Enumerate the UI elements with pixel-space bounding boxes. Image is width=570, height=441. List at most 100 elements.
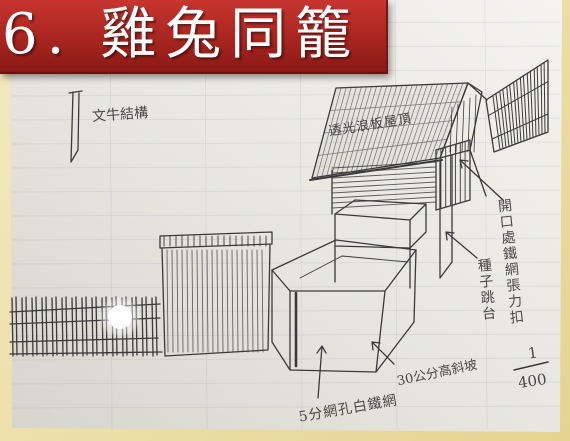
fence-rail: [9, 303, 161, 313]
fence-picket: [55, 296, 58, 356]
structure-note: 文牛結構: [91, 105, 149, 125]
fence-picket: [75, 296, 78, 356]
lattice-bar: [495, 93, 504, 150]
fence-picket: [71, 297, 74, 357]
fence-picket: [95, 296, 98, 356]
cage-outline: [271, 249, 417, 373]
lattice-bar: [529, 70, 534, 139]
lattice-bars: [487, 61, 549, 151]
lattice-bar: [526, 72, 531, 140]
shed-stripe: [181, 249, 184, 353]
slide-title: 6. 雞兔同籠: [2, 2, 361, 67]
platform-box: [334, 199, 427, 289]
shed-stripe: [186, 249, 189, 353]
siding-board: [331, 171, 437, 179]
platform-legs: [334, 245, 411, 289]
fence-picket: [101, 297, 104, 357]
cage-top-edge: [271, 239, 417, 271]
post-symbol: [68, 90, 83, 163]
paper-line: [11, 357, 561, 361]
side-panel-outline: [435, 139, 471, 211]
platform-side: [409, 203, 427, 249]
fence-picket: [85, 296, 88, 356]
fence-picket: [145, 296, 148, 356]
gable-line: [473, 94, 477, 153]
roof-shingle-row: [323, 120, 455, 134]
lattice-bar: [516, 79, 522, 143]
fence-picket: [91, 297, 94, 357]
shed-stripe: [211, 249, 214, 353]
roof-ridge: [467, 82, 488, 101]
lattice-rail: [487, 81, 549, 117]
paper-line: [11, 381, 561, 385]
fence-picket: [51, 297, 54, 357]
siding-board: [331, 196, 437, 204]
lattice-bar: [509, 84, 516, 145]
fence-picket: [21, 297, 24, 357]
fence-picket: [141, 297, 144, 357]
roof-shingle-row: [317, 138, 448, 156]
fence-picket: [25, 296, 28, 356]
lattice-rail: [491, 113, 549, 140]
scale-fraction-bar: [513, 361, 549, 371]
fence-picket: [41, 297, 44, 357]
paper-grid-line: [484, 0, 488, 431]
roof: [309, 82, 488, 181]
arrow-mesh: [316, 345, 327, 399]
paper-line: [11, 237, 561, 241]
lattice-bar: [543, 61, 546, 134]
lattice-bar: [492, 95, 501, 151]
support-posts: [439, 149, 487, 279]
gable-line: [461, 100, 465, 153]
lattice-bar: [540, 63, 543, 135]
lattice-bar: [499, 90, 507, 149]
shed-stripe: [226, 249, 229, 353]
shed-stripe: [241, 249, 244, 353]
fence-picket: [151, 297, 154, 357]
lattice-panel: [485, 59, 549, 153]
shed-stripe: [206, 249, 209, 353]
fence-picket: [155, 296, 158, 356]
shed-stripe: [221, 249, 224, 353]
paper-line: [11, 189, 561, 193]
gable-line: [467, 97, 471, 153]
roof-eave: [309, 159, 443, 181]
shed-stripe: [246, 249, 249, 353]
pencil-drawing: [9, 59, 549, 399]
gable-line: [449, 106, 453, 153]
lattice-bar: [502, 88, 510, 148]
siding-board: [331, 176, 437, 184]
shed-stripe: [191, 249, 194, 353]
fence-picket: [61, 297, 64, 357]
arrow-ramp: [371, 341, 395, 365]
shed-top-ticks: [163, 235, 267, 247]
lattice-bar: [522, 75, 528, 141]
siding-board: [331, 186, 437, 194]
house-siding: [331, 161, 437, 209]
siding-board: [331, 191, 437, 199]
paper-line: [11, 213, 561, 217]
fence-picket: [31, 297, 34, 357]
roof-shingle-row: [329, 101, 462, 111]
cage-front-right: [375, 290, 386, 373]
lattice-bar: [519, 77, 525, 142]
roof-gable: [439, 82, 483, 159]
shed-top-strip: [159, 231, 273, 249]
lattice-bar: [506, 86, 513, 146]
siding-board: [331, 181, 437, 189]
fence-picket: [81, 297, 84, 357]
shed-stripe: [171, 249, 174, 353]
lattice-bar: [533, 68, 537, 137]
fence-picket: [35, 296, 38, 356]
siding-board: [331, 201, 437, 209]
platform-front: [334, 213, 411, 249]
lattice-bar: [513, 81, 519, 144]
fence-picket: [45, 296, 48, 356]
camera-glare: [108, 305, 132, 329]
shed-stripe: [231, 249, 234, 353]
fence-picket: [15, 296, 18, 356]
paper-line: [11, 165, 561, 169]
paper-grid-line: [394, 0, 398, 431]
